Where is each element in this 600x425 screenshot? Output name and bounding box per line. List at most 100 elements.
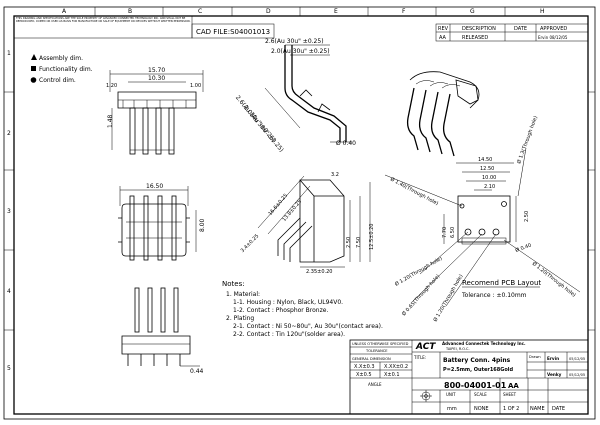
angle-label: ANGLE	[368, 382, 382, 387]
iso-pins-view	[406, 71, 480, 157]
top-zone-row: A B C D E F G H	[14, 8, 588, 17]
through-hole-label: Ø 1.3(Through hole)	[515, 115, 539, 165]
draw-date: 05/12/05	[569, 357, 585, 361]
revision-table: REV DESCRIPTION DATE APPROVED AA RELEASE…	[435, 23, 589, 42]
zone-letter: G	[470, 8, 475, 15]
dim-label: 12.5±0.20	[369, 224, 375, 250]
dim-label: 10.00	[482, 175, 496, 181]
dim-label: 7.70	[442, 227, 448, 238]
title-label: TITLE:	[413, 355, 426, 360]
tol-value: X±0.1	[384, 372, 400, 378]
legend-control: Control dim.	[39, 77, 76, 84]
note-line: 1-2. Contact : Phosphor Bronze.	[233, 307, 328, 314]
zone-number: 1	[7, 50, 11, 57]
square-icon	[31, 66, 36, 71]
cad-file-box	[191, 23, 275, 39]
inner-border	[13, 15, 589, 415]
scale-label: SCALE	[474, 392, 487, 397]
rev-header: REV	[438, 26, 449, 32]
zone-letter: B	[128, 8, 132, 15]
note-line: 1-1. Housing : Nylon, Black, UL94V0.	[233, 299, 343, 306]
dim-label: 2.50	[346, 237, 352, 248]
tol-value: X.X±0.3	[354, 364, 375, 370]
zone-letter: C	[198, 8, 202, 15]
zone-ticks	[4, 7, 595, 331]
description-value: RELEASED	[462, 35, 488, 41]
rev-code: AA	[508, 382, 519, 390]
dim-label: 6.50	[450, 227, 456, 238]
date-label: DATE	[552, 406, 565, 412]
cad-file-label: CAD FILE:S04001013	[196, 28, 270, 36]
dim-label: 2.6(Au 30u" ±0.25)	[265, 38, 324, 45]
approved-header: APPROVED	[540, 26, 567, 32]
tolerance-header: TOLERANCE	[365, 349, 388, 353]
unit-label: UNIT	[446, 392, 456, 397]
dim-label: Ø 0.40	[336, 140, 356, 147]
lower-view: 0.44	[121, 287, 204, 375]
top-view: 15.70 10.30 1.20 1.00 1.48	[106, 67, 204, 155]
checked-by: Venky	[547, 372, 562, 377]
dim-label: 15.70	[148, 67, 165, 74]
triangle-icon	[31, 54, 37, 60]
general-label: GENERAL DIMENSION	[352, 357, 391, 361]
pcb-layout-caption: Recomend PCB Layout Tolerance : ±0.10mm	[461, 279, 541, 299]
rev-value: AA	[439, 35, 447, 41]
notes-title: Notes:	[222, 280, 245, 288]
dim-label: 1.00	[190, 83, 201, 89]
outer-border	[3, 6, 596, 420]
legend: Assembly dim. Functionality dim. Control…	[30, 54, 93, 84]
dim-label: 10.30	[148, 75, 165, 82]
zone-letter: H	[540, 8, 545, 15]
sheet-label: SHEET	[503, 392, 517, 397]
date-header: DATE	[514, 26, 527, 32]
description-header: DESCRIPTION	[462, 26, 496, 32]
unit-header: UNLESS OTHERWISE SPECIFIED	[352, 342, 409, 346]
scale-value: NONE	[474, 406, 489, 412]
zone-number: 2	[7, 130, 11, 137]
tol-value: X.XX±0.2	[384, 364, 408, 370]
legend-assembly: Assembly dim.	[39, 55, 83, 62]
name-label: NAME	[530, 406, 545, 412]
doc-number: 800-04001-01	[444, 381, 507, 390]
dim-label: Ø 0.40	[514, 242, 532, 254]
pcb-tolerance: Tolerance : ±0.10mm	[461, 292, 527, 299]
zone-letter: D	[266, 8, 271, 15]
zone-number: 3	[7, 208, 11, 215]
title-block: UNLESS OTHERWISE SPECIFIED TOLERANCE GEN…	[349, 339, 589, 415]
front-view: 16.50 8.00	[118, 183, 206, 261]
dim-label: 8.00	[199, 218, 206, 232]
company-sub: TAIPEI, R.O.C.	[445, 347, 470, 351]
dim-label: 3.2	[331, 172, 339, 178]
note-line: 1. Material:	[226, 291, 260, 298]
note-line: 2. Plating	[226, 315, 254, 322]
zone-letter: F	[402, 8, 406, 15]
drawn-label: Drawn	[529, 355, 541, 359]
notice-text: THIS DRAWING AND SPECIFICATIONS ARE THE …	[16, 17, 191, 24]
dim-label: 1.20	[106, 83, 117, 89]
projection-symbol	[420, 390, 432, 402]
side-profile: 2.6(Au 30u" ±0.25) 2.0(Au 30u" ±0.25) 2.…	[234, 38, 356, 154]
dim-label: 12.50	[480, 166, 494, 172]
iso-view: 16.6±0.25 13.8±0.25 3.4±0.25 3.2 2.50 7.…	[240, 172, 375, 275]
dim-label: 7.50	[356, 237, 362, 248]
zone-number: 4	[7, 288, 11, 295]
dim-label: 2.10	[484, 184, 495, 190]
dim-label: 2.0(Au 30u" ±0.25)	[271, 48, 330, 55]
check-date: 05/12/05	[569, 373, 585, 377]
approved-value: Ervin 08/12/05	[538, 35, 568, 40]
part-subtitle: P=2.5mm, Outer168Gold	[443, 367, 514, 373]
circle-icon	[30, 77, 37, 83]
dim-label: 2.35±0.20	[306, 269, 332, 275]
dim-label: 1.48	[107, 114, 114, 128]
drawn-by: Ervin	[547, 356, 559, 361]
dim-label: 2.50	[524, 211, 530, 222]
zone-letter: A	[62, 8, 67, 15]
sheet-value: 1 OF 2	[503, 406, 519, 412]
dim-label: 14.50	[478, 157, 492, 163]
tol-value: X±0.5	[356, 372, 372, 378]
legend-functionality: Functionality dim.	[39, 66, 93, 73]
company-logo: ACT	[415, 342, 436, 352]
zone-number: 5	[7, 365, 11, 372]
note-line: 2-2. Contact : Tin 120u"(solder area).	[233, 331, 345, 338]
